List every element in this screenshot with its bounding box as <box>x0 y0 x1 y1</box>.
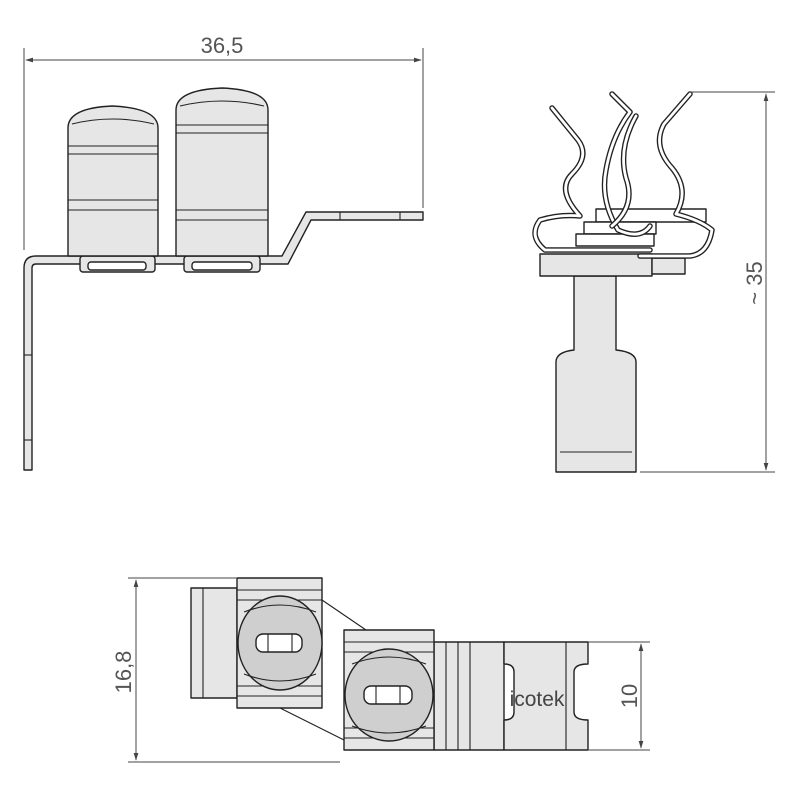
top-view: icotek <box>190 577 589 751</box>
top-view-flange <box>190 587 238 699</box>
front-view-stem <box>555 275 637 473</box>
front-view <box>532 91 715 473</box>
top-view-clip-left <box>236 577 323 709</box>
dimension-height-bottom-left: 16,8 <box>111 577 340 763</box>
dimension-height-bottom-left-label: 16,8 <box>111 651 136 694</box>
side-view-clip-left <box>67 105 159 257</box>
dimension-height-right-label: ~ 35 <box>742 261 767 304</box>
dimension-height-bottom-right: 10 <box>588 641 650 751</box>
top-view-clip-right <box>343 629 435 751</box>
top-view-body <box>433 641 505 751</box>
icotek-logo: icotek <box>510 688 565 711</box>
side-view-clip-right <box>175 87 269 257</box>
side-view <box>23 87 424 471</box>
dimension-height-bottom-right-label: 10 <box>617 684 642 708</box>
front-view-base-plate <box>539 253 653 277</box>
dimension-width-label: 36,5 <box>201 33 244 58</box>
dimension-height-right: ~ 35 <box>640 91 775 473</box>
front-view-springs <box>532 91 715 259</box>
dimension-width-top: 36,5 <box>23 33 424 250</box>
